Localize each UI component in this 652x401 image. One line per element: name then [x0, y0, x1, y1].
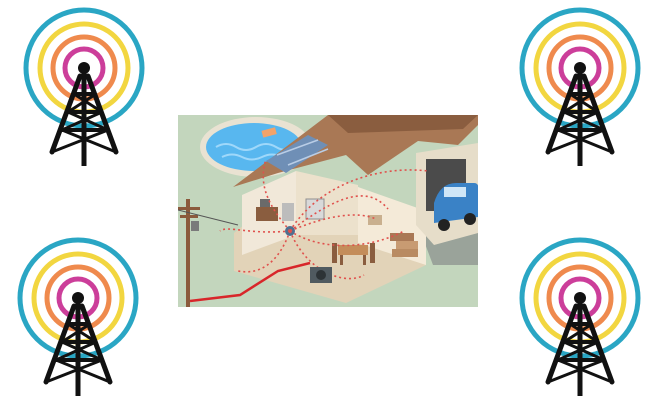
smart-home-cutaway-illustration [178, 115, 478, 307]
ac-unit-icon [310, 267, 332, 283]
tower-bottom-left [10, 236, 146, 396]
tower-top-left [16, 6, 152, 166]
radio-tower-icon [10, 236, 146, 396]
tower-bottom-right [512, 236, 648, 396]
smart-home-illustration [178, 115, 478, 307]
radio-tower-icon [512, 6, 648, 166]
radio-tower-icon [512, 236, 648, 396]
radio-tower-icon [16, 6, 152, 166]
tower-top-right [512, 6, 648, 166]
